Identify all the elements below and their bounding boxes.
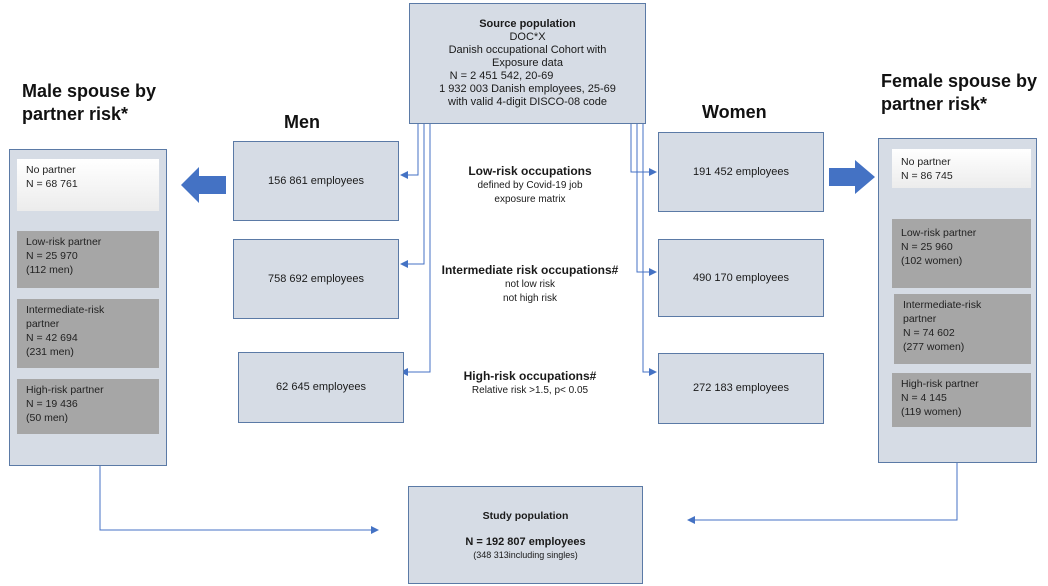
women-low-count: 191 452 employees — [692, 165, 789, 178]
female-no-partner: No partner N = 86 745 — [892, 149, 1031, 188]
male-low-label: Low-risk partner — [26, 236, 102, 248]
women-high-box: 272 183 employees — [658, 353, 824, 424]
female-low-count: (102 women) — [901, 255, 963, 267]
study-population-note: (348 313including singles) — [473, 550, 578, 560]
female-intermediate-risk-partner: Intermediate-risk partner N = 74 602 (27… — [894, 294, 1031, 364]
men-high-box: 62 645 employees — [238, 352, 404, 423]
female-intermediate-label-2: partner — [903, 313, 937, 325]
study-population-title: Study population — [482, 510, 569, 522]
male-intermediate-label: Intermediate-risk — [26, 304, 105, 316]
male-high-n: N = 19 436 — [26, 398, 78, 410]
male-no-partner: No partner N = 68 761 — [17, 159, 159, 211]
low-risk-desc: exposure matrix — [494, 194, 566, 205]
female-no-partner-n: N = 86 745 — [901, 170, 953, 182]
female-spouse-panel: No partner N = 86 745 Low-risk partner N… — [878, 138, 1037, 463]
male-intermediate-label-2: partner — [26, 318, 60, 330]
study-population-n: N = 192 807 employees — [465, 536, 586, 548]
men-intermediate-count: 758 692 employees — [267, 272, 364, 285]
female-high-label: High-risk partner — [901, 378, 979, 390]
low-risk-category: Low-risk occupations defined by Covid-19… — [432, 163, 628, 207]
female-no-partner-label: No partner — [901, 156, 951, 168]
women-low-box: 191 452 employees — [658, 132, 824, 212]
high-risk-title: High-risk occupations# — [463, 369, 597, 383]
male-high-risk-partner: High-risk partner N = 19 436 (50 men) — [17, 379, 159, 434]
block-arrow-left-icon — [181, 167, 226, 203]
male-high-count: (50 men) — [26, 412, 69, 424]
male-spouse-panel: No partner N = 68 761 Low-risk partner N… — [9, 149, 167, 466]
source-line: N = 2 451 542, 20-69 — [449, 70, 554, 82]
female-low-label: Low-risk partner — [901, 227, 977, 239]
women-intermediate-box: 490 170 employees — [658, 239, 824, 317]
women-intermediate-count: 490 170 employees — [692, 271, 789, 284]
male-intermediate-n: N = 42 694 — [26, 332, 78, 344]
intermediate-risk-desc: not low risk — [504, 279, 555, 290]
male-no-partner-n: N = 68 761 — [26, 178, 78, 190]
female-intermediate-label: Intermediate-risk — [903, 299, 982, 311]
low-risk-desc: defined by Covid-19 job — [477, 180, 583, 191]
men-heading: Men — [284, 112, 320, 132]
men-low-count: 156 861 employees — [267, 174, 364, 187]
source-line: Danish occupational Cohort with — [448, 44, 607, 56]
male-intermediate-count: (231 men) — [26, 346, 74, 358]
source-line: DOC*X — [509, 31, 546, 43]
female-high-count: (119 women) — [901, 406, 962, 418]
women-high-count: 272 183 employees — [692, 382, 789, 394]
intermediate-risk-title: Intermediate risk occupations# — [441, 263, 619, 277]
low-risk-title: Low-risk occupations — [468, 164, 592, 178]
connector-female-to-study — [687, 462, 958, 524]
male-no-partner-label: No partner — [26, 164, 76, 176]
male-low-count: (112 men) — [26, 264, 74, 276]
male-intermediate-risk-partner: Intermediate-risk partner N = 42 694 (23… — [17, 299, 159, 368]
female-low-risk-partner: Low-risk partner N = 25 960 (102 women) — [892, 219, 1031, 288]
women-heading: Women — [702, 102, 767, 122]
male-spouse-heading: Male spouse by partner risk* — [22, 81, 157, 124]
source-line: 1 932 003 Danish employees, 25-69 — [439, 83, 616, 95]
female-intermediate-n: N = 74 602 — [903, 327, 955, 339]
men-intermediate-box: 758 692 employees — [233, 239, 399, 319]
men-high-count: 62 645 employees — [276, 381, 366, 393]
female-high-risk-partner: High-risk partner N = 4 145 (119 women) — [892, 373, 1031, 427]
high-risk-category: High-risk occupations# Relative risk >1.… — [432, 368, 628, 398]
female-high-n: N = 4 145 — [901, 392, 947, 404]
connector-male-to-study — [99, 446, 379, 534]
female-low-n: N = 25 960 — [901, 241, 953, 253]
connector-women-intermediate — [636, 124, 657, 276]
high-risk-desc: Relative risk >1.5, p< 0.05 — [471, 385, 589, 396]
connector-women-high — [642, 124, 657, 376]
men-low-box: 156 861 employees — [233, 141, 399, 221]
connector-men-intermediate — [400, 124, 425, 268]
connector-women-low — [630, 124, 657, 176]
intermediate-risk-category: Intermediate risk occupations# not low r… — [424, 262, 636, 306]
block-arrow-right-icon — [829, 160, 875, 194]
source-population-title: Source population — [479, 18, 576, 30]
source-line: with valid 4-digit DISCO-08 code — [448, 96, 607, 108]
female-spouse-heading: Female spouse by partner risk* — [881, 71, 1038, 114]
source-population-box: Source population DOC*X Danish occupatio… — [409, 3, 646, 124]
female-intermediate-count: (277 women) — [903, 341, 965, 353]
intermediate-risk-desc: not high risk — [503, 293, 557, 304]
source-line: Exposure data — [492, 57, 563, 69]
study-population-box: Study population N = 192 807 employees (… — [408, 486, 643, 584]
male-low-risk-partner: Low-risk partner N = 25 970 (112 men) — [17, 231, 159, 288]
male-low-n: N = 25 970 — [26, 250, 78, 262]
male-high-label: High-risk partner — [26, 384, 104, 396]
connector-men-low — [400, 124, 419, 179]
connector-men-high — [400, 124, 431, 376]
